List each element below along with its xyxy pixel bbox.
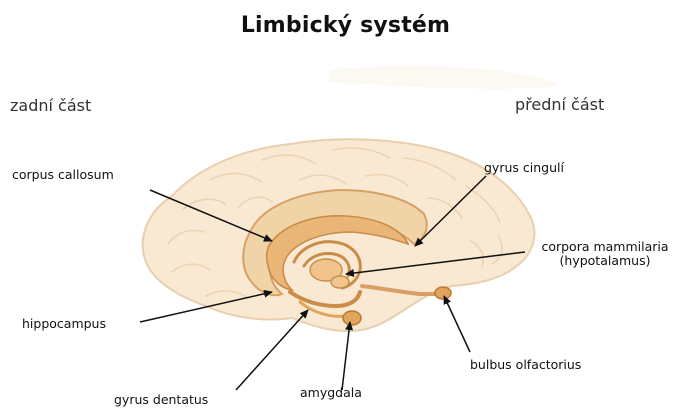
label-amygdala: amygdala [300,386,362,400]
bulbus-olfactorius-shape [435,287,451,299]
amygdala-shape [343,311,361,325]
posterior-label: zadní část [10,96,91,115]
label-gyrus-dentatus: gyrus dentatus [114,393,208,407]
label-gyrus-cinguli: gyrus cingulí [484,161,564,175]
arrow-amygdala [342,322,350,390]
label-hypotalamus: (hypotalamus) [525,254,685,268]
label-corpus-callosum: corpus callosum [12,168,114,182]
background-patch [330,66,560,89]
arrow-gyrus-dentatus [236,310,308,390]
label-corpora-mammilaria-name: corpora mammilaria [525,240,685,254]
arrow-bulbus-olfactorius [444,296,470,352]
anterior-label: přední část [515,95,604,114]
diagram-title: Limbický systém [0,13,691,38]
label-bulbus-olfactorius: bulbus olfactorius [470,358,581,372]
brain-hemisphere [143,139,535,331]
label-corpora-mammilaria: corpora mammilaria (hypotalamus) [525,240,685,268]
label-hippocampus: hippocampus [22,317,106,331]
